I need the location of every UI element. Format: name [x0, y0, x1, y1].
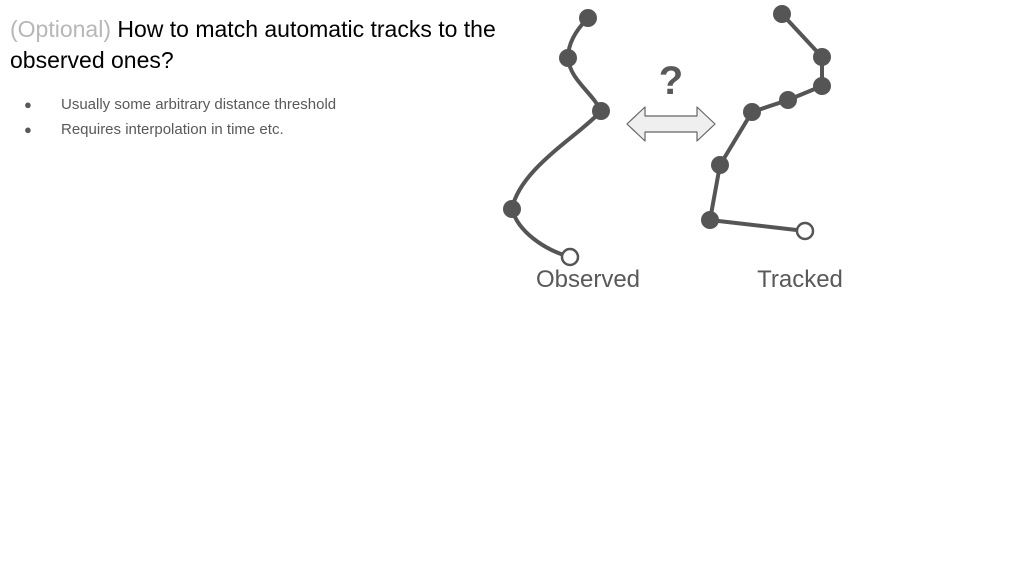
- observed-label: Observed: [536, 266, 640, 293]
- double-arrow-icon: [626, 106, 716, 142]
- observed-point: [579, 9, 597, 27]
- bullet-dot-icon: ●: [24, 122, 32, 137]
- observed-point: [559, 49, 577, 67]
- tracked-end-point: [795, 221, 815, 241]
- tracked-point: [701, 211, 719, 229]
- title-main-text: How to match automatic tracks to the obs…: [10, 16, 496, 73]
- observed-point: [592, 102, 610, 120]
- bullet-dot-icon: ●: [24, 97, 32, 112]
- question-mark: ?: [659, 59, 683, 103]
- tracked-point: [813, 77, 831, 95]
- bullet-item: ● Requires interpolation in time etc.: [24, 119, 336, 144]
- tracked-point: [773, 5, 791, 23]
- tracked-label: Tracked: [757, 266, 843, 293]
- tracked-point: [813, 48, 831, 66]
- bullet-list: ● Usually some arbitrary distance thresho…: [24, 94, 336, 144]
- bullet-item: ● Usually some arbitrary distance thresho…: [24, 94, 336, 119]
- observed-end-point: [560, 247, 580, 267]
- observed-track-path: [509, 16, 604, 259]
- bullet-text: Requires interpolation in time etc.: [61, 121, 284, 138]
- tracked-point: [779, 91, 797, 109]
- title-optional-prefix: (Optional): [10, 16, 111, 42]
- slide-title: (Optional) How to match automatic tracks…: [10, 14, 530, 76]
- tracked-track: [701, 5, 831, 241]
- observed-point: [503, 200, 521, 218]
- bullet-text: Usually some arbitrary distance threshol…: [61, 96, 337, 113]
- tracked-point: [743, 103, 761, 121]
- tracked-track-path: [708, 12, 824, 233]
- observed-track: [503, 9, 610, 267]
- tracked-point: [711, 156, 729, 174]
